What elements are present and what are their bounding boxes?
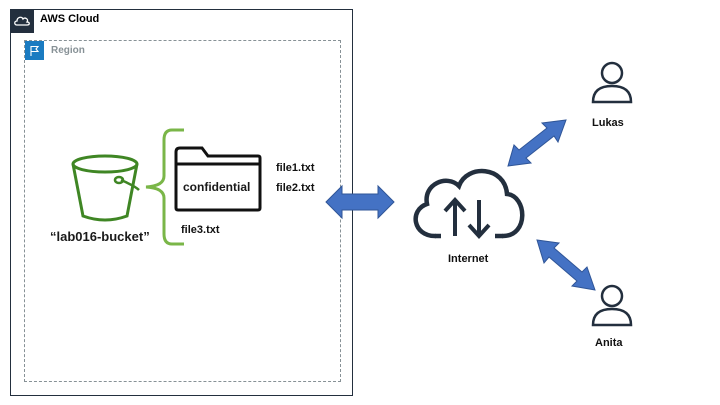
file1-label: file1.txt [276, 162, 315, 174]
user-label-anita: Anita [595, 337, 623, 349]
folder-name: confidential [183, 180, 251, 194]
bucket-contents-brace [145, 128, 184, 246]
user-icon [591, 61, 633, 104]
file2-label: file2.txt [276, 182, 315, 194]
aws-cloud-title: AWS Cloud [40, 13, 100, 25]
region-flag-icon [25, 41, 44, 60]
internet-label: Internet [448, 253, 489, 265]
region-title: Region [51, 45, 85, 56]
s3-bucket-icon [71, 154, 140, 222]
bucket-name: “lab016-bucket” [50, 229, 150, 244]
internet-anita-arrow [536, 239, 596, 291]
internet-lukas-arrow [507, 119, 567, 167]
user-icon [591, 284, 633, 327]
internet-cloud-icon [413, 168, 525, 239]
aws-cloud-logo-icon [10, 9, 34, 33]
user-label-lukas: Lukas [592, 117, 624, 129]
file3-label: file3.txt [181, 224, 220, 236]
folder-icon [174, 146, 262, 212]
bucket-internet-arrow [325, 184, 395, 220]
